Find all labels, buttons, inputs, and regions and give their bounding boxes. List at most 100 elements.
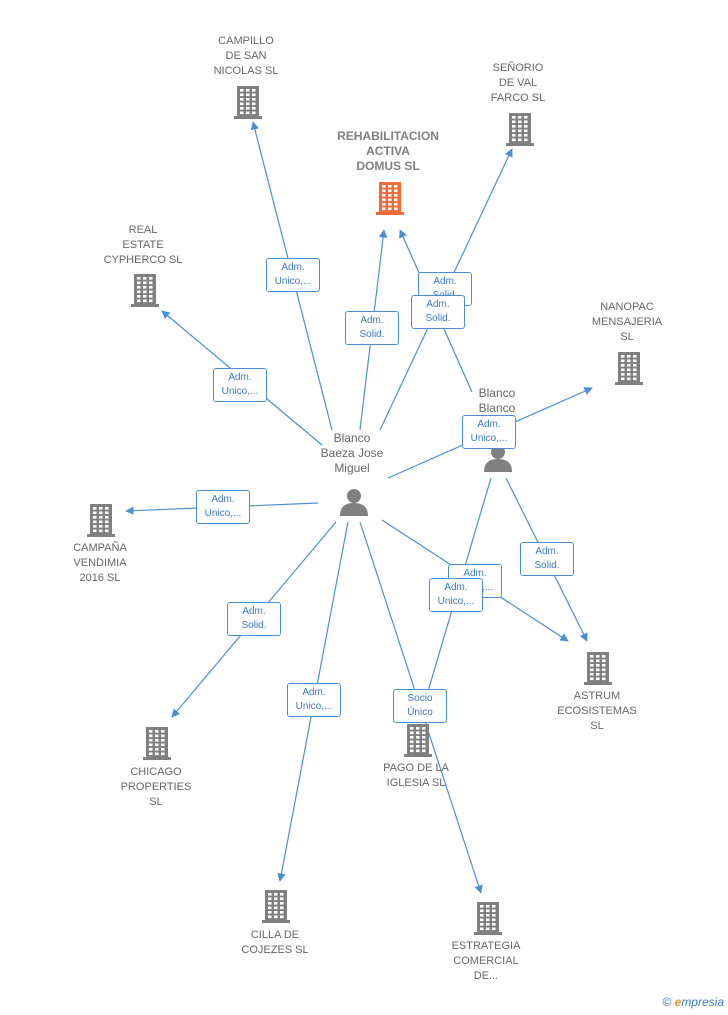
node-label-line: CILLA DE: [250, 929, 300, 941]
building-icon[interactable]: [615, 351, 643, 390]
node-label-cilla[interactable]: CILLA DE COJEZES SL: [215, 928, 335, 958]
node-label-line: ESTRATEGIA: [451, 940, 521, 952]
node-label-campana[interactable]: CAMPAÑA VENDIMIA 2016 SL: [40, 541, 160, 586]
person-icon[interactable]: [339, 488, 369, 521]
edge-role-line: Unico,...: [295, 701, 333, 712]
node-label-line: CYPHERCO SL: [103, 254, 183, 266]
edge-role-label[interactable]: Adm. Unico,...: [462, 415, 516, 449]
empresia-logo: © empresia: [662, 995, 724, 1009]
node-label-senorio[interactable]: SEÑORIO DE VAL FARCO SL: [458, 61, 578, 106]
node-label-line: SEÑORIO: [492, 62, 544, 74]
node-label-line: PAGO DE LA: [383, 762, 449, 774]
edge-role-line: Solid.: [241, 620, 267, 631]
building-icon[interactable]: [376, 181, 404, 220]
edge-role-line: Adm.: [444, 582, 468, 593]
logo-e: e: [674, 995, 682, 1009]
edge-role-line: Solid.: [425, 313, 451, 324]
building-icon[interactable]: [506, 112, 534, 151]
node-label-estrategia[interactable]: ESTRATEGIA COMERCIAL DE...: [426, 939, 546, 984]
building-icon[interactable]: [87, 503, 115, 542]
edge-role-line: Adm.: [228, 372, 252, 383]
node-label-line: VENDIMIA: [73, 557, 127, 569]
edge-role-label[interactable]: Adm. Solid.: [520, 542, 574, 576]
building-icon[interactable]: [234, 85, 262, 124]
node-label-line: Blanco: [478, 386, 516, 400]
edge-role-label[interactable]: Adm. Unico,...: [429, 578, 483, 612]
node-label-line: REAL: [128, 224, 158, 236]
node-label-line: Blanco: [478, 401, 516, 415]
node-label-line: CAMPAÑA: [73, 542, 127, 554]
edge-role-line: Unico,...: [274, 276, 312, 287]
node-label-line: DOMUS SL: [356, 159, 420, 173]
edge-role-label[interactable]: Adm. Unico,...: [287, 683, 341, 717]
edge-role-line: Socio: [407, 693, 433, 704]
node-label-line: MENSAJERIA: [591, 316, 663, 328]
edge-role-label[interactable]: Adm. Unico,...: [266, 258, 320, 292]
logo-text: mpresia: [681, 995, 724, 1009]
node-label-campillo[interactable]: CAMPILLO DE SAN NICOLAS SL: [186, 34, 306, 79]
node-label-line: Miguel: [334, 461, 370, 475]
edge-role-line: Adm.: [463, 568, 487, 579]
node-label-line: SL: [590, 720, 604, 732]
node-label-line: REHABILITACION: [337, 129, 439, 143]
edge-role-line: Adm.: [477, 419, 501, 430]
edge-role-line: Adm.: [211, 494, 235, 505]
node-label-real[interactable]: REAL ESTATE CYPHERCO SL: [83, 223, 203, 268]
building-icon[interactable]: [404, 723, 432, 762]
edge-role-line: Adm.: [433, 276, 457, 287]
node-label-line: Baeza Jose: [320, 446, 384, 460]
edge-role-line: Adm.: [426, 299, 450, 310]
node-label-line: COJEZES SL: [241, 944, 309, 956]
edge-role-line: Único: [407, 707, 433, 718]
node-label-line: CHICAGO: [130, 766, 182, 778]
node-label-line: ECOSISTEMAS: [557, 705, 637, 717]
node-label-line: ESTATE: [122, 239, 164, 251]
edge-role-line: Unico,...: [470, 433, 508, 444]
node-label-line: IGLESIA SL: [386, 777, 446, 789]
building-icon[interactable]: [474, 901, 502, 940]
edge-role-line: Adm.: [281, 262, 305, 273]
edge-role-line: Adm.: [535, 546, 559, 557]
node-label-line: Blanco: [333, 431, 371, 445]
edge-role-line: Adm.: [302, 687, 326, 698]
edge-role-line: Adm.: [242, 606, 266, 617]
node-label-pago[interactable]: PAGO DE LA IGLESIA SL: [356, 761, 476, 791]
node-label-line: CAMPILLO: [218, 35, 274, 47]
edge-role-label[interactable]: Adm. Solid.: [345, 311, 399, 345]
edge-role-line: Unico,...: [204, 508, 242, 519]
building-icon[interactable]: [131, 273, 159, 312]
edge-role-line: Solid.: [359, 329, 385, 340]
node-label-line: COMERCIAL: [453, 955, 519, 967]
node-label-line: DE VAL: [498, 77, 538, 89]
node-label-line: 2016 SL: [79, 572, 121, 584]
node-label-chicago[interactable]: CHICAGO PROPERTIES SL: [96, 765, 216, 810]
edge-role-line: Adm.: [360, 315, 384, 326]
node-label-line: DE...: [473, 970, 499, 982]
building-icon[interactable]: [143, 726, 171, 765]
edge-role-line: Unico,...: [437, 596, 475, 607]
node-label-nanopac[interactable]: NANOPAC MENSAJERIA SL: [567, 300, 687, 345]
edge-role-line: Unico,...: [221, 386, 259, 397]
edge-role-label[interactable]: Adm. Unico,...: [196, 490, 250, 524]
edge-role-label[interactable]: Adm. Solid.: [411, 295, 465, 329]
node-label-line: ACTIVA: [366, 144, 410, 158]
node-label-line: SL: [620, 331, 634, 343]
building-icon[interactable]: [584, 651, 612, 690]
node-label-line: ASTRUM: [573, 690, 621, 702]
node-label-line: PROPERTIES: [120, 781, 192, 793]
node-label-line: DE SAN: [225, 50, 267, 62]
copyright-symbol: ©: [662, 995, 672, 1009]
edge-role-label[interactable]: Adm. Solid.: [227, 602, 281, 636]
node-label-line: NICOLAS SL: [213, 65, 279, 77]
edge-role-label[interactable]: Adm. Unico,...: [213, 368, 267, 402]
node-label-line: SL: [149, 796, 163, 808]
building-icon[interactable]: [262, 889, 290, 928]
node-label-line: FARCO SL: [490, 92, 546, 104]
edge-role-line: Solid.: [534, 560, 560, 571]
node-label-astrum[interactable]: ASTRUM ECOSISTEMAS SL: [537, 689, 657, 734]
node-label-line: NANOPAC: [600, 301, 654, 313]
